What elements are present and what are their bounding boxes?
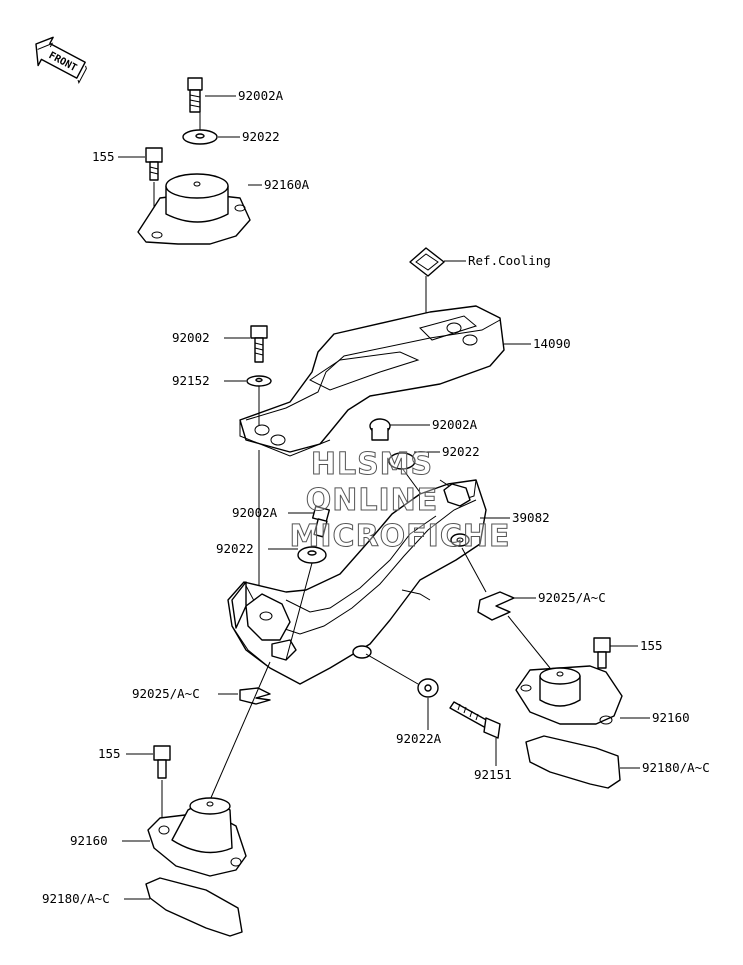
bolt-92002a-left (311, 505, 331, 538)
label-p22: 92160 (70, 833, 108, 848)
watermark-line-3: MICROFICHE (290, 519, 511, 554)
bracket-39082 (227, 479, 487, 685)
bolt-92002a-top (187, 77, 203, 113)
bolt-92002-bracket (250, 325, 268, 363)
washer-92152 (246, 375, 272, 387)
label-p10: 92022 (442, 444, 480, 459)
washer-92022a (417, 678, 439, 698)
label-p21: 155 (98, 746, 121, 761)
label-p6: 92002 (172, 330, 210, 345)
label-p17: 92160 (652, 710, 690, 725)
part-labels: 92002A 92022 155 92160A Ref.Cooling 9200… (42, 88, 710, 906)
watermark-line-2: ONLINE (306, 483, 439, 518)
label-p7: 14090 (533, 336, 571, 351)
watermark: HLSMS ONLINE MICROFICHE (289, 447, 511, 555)
label-p16: 92025/A~C (132, 686, 200, 701)
label-p3: 155 (92, 149, 115, 164)
label-p4: 92160A (264, 177, 310, 192)
bolt-92002a-center (369, 418, 391, 441)
bolt-155-top (145, 147, 163, 181)
gasket-92180-left (145, 877, 243, 937)
label-p18: 92022A (396, 731, 442, 746)
bolt-92151 (449, 701, 501, 739)
washer-92022-top (182, 129, 218, 145)
mount-92160-left (147, 797, 247, 877)
mount-92160-right (515, 665, 623, 725)
label-p5: Ref.Cooling (468, 253, 551, 268)
label-p11: 92002A (232, 505, 278, 520)
bolt-155-right (593, 637, 611, 669)
label-p15: 155 (640, 638, 663, 653)
washer-92022-left (297, 546, 327, 564)
bolt-155-left (153, 745, 171, 779)
washer-92022-center (388, 452, 416, 470)
cooling-clip-icon (409, 247, 445, 277)
clip-92025-right (477, 591, 515, 621)
label-p20: 92180/A~C (642, 760, 710, 775)
gasket-92180-right (525, 735, 621, 789)
label-p9: 92002A (432, 417, 478, 432)
watermark-line-1: HLSMS (311, 447, 433, 482)
label-p1: 92002A (238, 88, 284, 103)
label-p14: 92025/A~C (538, 590, 606, 605)
label-p23: 92180/A~C (42, 891, 110, 906)
front-arrow-icon: FRONT (35, 36, 87, 84)
label-p19: 92151 (474, 767, 512, 782)
mount-92160a (137, 173, 251, 245)
label-p12: 39082 (512, 510, 550, 525)
bracket-14090 (239, 305, 505, 457)
label-p13: 92022 (216, 541, 254, 556)
label-p8: 92152 (172, 373, 210, 388)
label-p2: 92022 (242, 129, 280, 144)
